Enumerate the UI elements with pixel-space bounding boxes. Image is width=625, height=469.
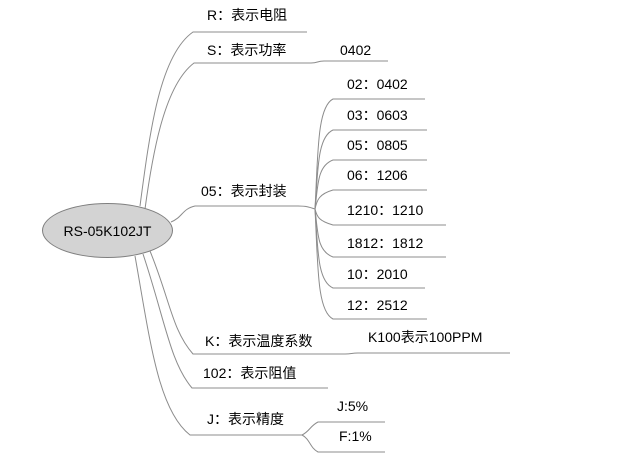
connector-branch-r	[139, 31, 307, 207]
connector-branch-102	[142, 253, 328, 389]
connector-package-06	[314, 189, 427, 210]
root-topic[interactable]: RS-05K102JT	[42, 203, 173, 258]
topic-power-code[interactable]: S：表示功率	[207, 42, 287, 58]
connector-branch-j	[134, 255, 302, 436]
topic-package-0603[interactable]: 03：0603	[347, 107, 408, 123]
topic-resistance-code[interactable]: R：表示电阻	[207, 7, 288, 23]
topic-precision-j5[interactable]: J:5%	[337, 398, 369, 414]
connector-package-12	[314, 208, 427, 320]
connector-package-05	[314, 159, 427, 210]
topic-temp-coefficient-code[interactable]: K：表示温度系数	[205, 333, 313, 349]
topic-package-1812[interactable]: 1812：1812	[347, 235, 424, 251]
connector-package-03	[314, 129, 427, 210]
topic-package-2010[interactable]: 10：2010	[347, 266, 408, 282]
connector-branch-s	[144, 60, 388, 210]
topic-power-value[interactable]: 0402	[340, 42, 372, 58]
connector-branch-package	[170, 205, 316, 223]
topic-resistance-value-code[interactable]: 102：表示阻值	[203, 365, 297, 381]
topic-package-code[interactable]: 05：表示封装	[201, 183, 287, 199]
connector-branch-k	[149, 250, 510, 355]
topic-package-0805[interactable]: 05：0805	[347, 137, 408, 153]
topic-package-0402[interactable]: 02：0402	[347, 76, 408, 92]
topic-precision-code[interactable]: J：表示精度	[207, 411, 284, 427]
topic-temp-coefficient-value[interactable]: K100表示100PPM	[368, 329, 483, 345]
connector-j-5pct	[301, 421, 385, 436]
topic-precision-f1[interactable]: F:1%	[339, 428, 372, 444]
topic-package-1206[interactable]: 06：1206	[347, 167, 408, 183]
topic-package-2512[interactable]: 12：2512	[347, 297, 408, 313]
topic-package-1210[interactable]: 1210：1210	[347, 202, 424, 218]
connector-f-1pct	[301, 434, 385, 453]
